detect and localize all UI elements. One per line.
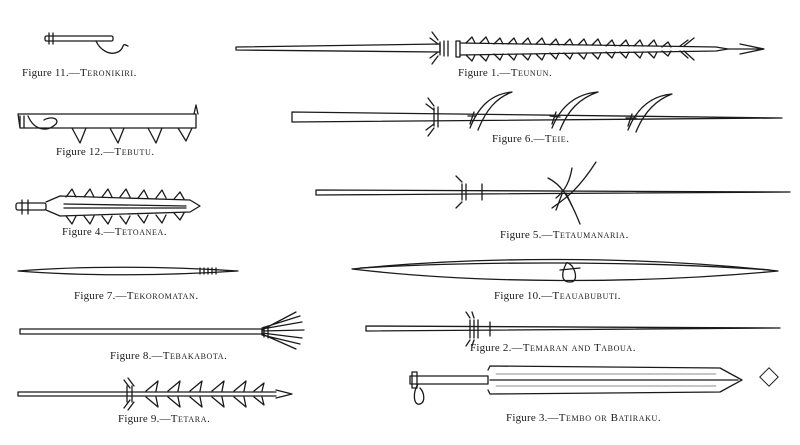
weapon-tekoromatan <box>17 266 239 276</box>
weapon-tebutu <box>17 104 199 144</box>
weapon-tembo <box>409 365 743 405</box>
caption-fig8: Figure 8.—Tebakabota. <box>110 350 228 362</box>
weapon-tebakabota <box>19 311 305 350</box>
caption-fig7: Figure 7.—Tekoromatan. <box>74 290 199 302</box>
caption-fig3: Figure 3.—Tembo or Batiraku. <box>506 412 662 424</box>
weapon-teauabubuti <box>351 258 779 283</box>
caption-fig9: Figure 9.—Tetara. <box>118 413 211 425</box>
caption-fig4: Figure 4.—Tetoanea. <box>62 226 168 238</box>
weapon-teunun <box>235 31 765 65</box>
weapon-teronikiri <box>44 32 129 54</box>
caption-fig11: Figure 11.—Teronikiri. <box>22 67 137 79</box>
caption-fig6: Figure 6.—Teie. <box>492 133 570 145</box>
weapon-tetoanea <box>15 188 201 225</box>
caption-fig1: Figure 1.—Teunun. <box>458 67 553 79</box>
weapon-temaran <box>365 311 781 347</box>
caption-fig12: Figure 12.—Tebutu. <box>56 146 155 158</box>
weapon-tetaumanaria <box>315 161 791 225</box>
weapon-tetara <box>17 377 293 411</box>
caption-fig10: Figure 10.—Teauabubuti. <box>494 290 622 302</box>
weapon-teie <box>291 91 783 137</box>
caption-fig2: Figure 2.—Temaran and Taboua. <box>470 342 637 354</box>
caption-fig5: Figure 5.—Tetaumanaria. <box>500 229 629 241</box>
